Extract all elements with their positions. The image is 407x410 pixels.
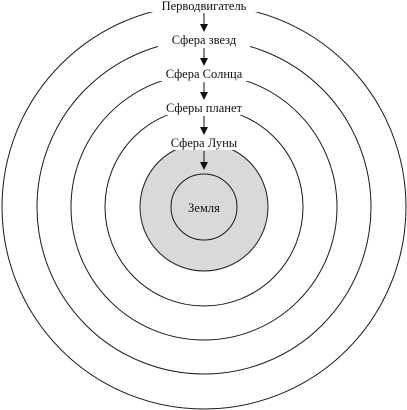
arrow-prime-mover-to-stars [200, 13, 208, 32]
earth-circle [170, 173, 238, 241]
label-earth: Земля [188, 201, 220, 215]
label-prime-mover: Перводвигатель [162, 0, 247, 13]
label-sun-sphere: Сфера Солнца [166, 67, 243, 81]
label-planets-sphere: Сферы планет [166, 101, 242, 115]
label-stars-sphere: Сфера звезд [172, 33, 237, 47]
arrow-sun-to-planets [200, 82, 208, 100]
arrow-planets-to-moon [200, 116, 208, 135]
arrow-stars-to-sun [200, 48, 208, 66]
arrow-moon-to-earth [200, 151, 208, 170]
label-moon-sphere: Сфера Луны [171, 136, 238, 150]
